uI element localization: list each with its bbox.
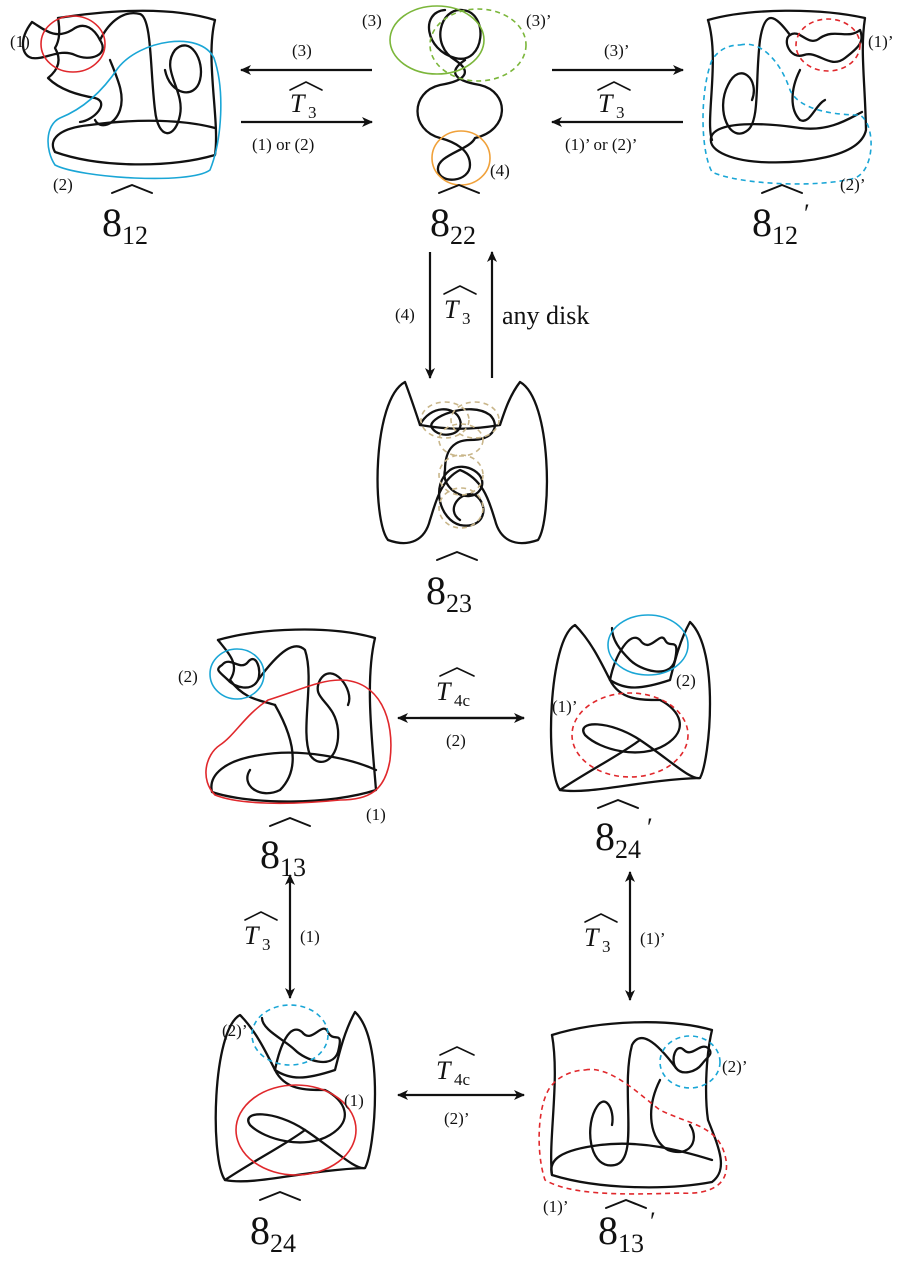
- disk-cyan-dashed: [702, 43, 872, 185]
- arrow-label: (1): [300, 927, 320, 946]
- hat-mark: [111, 184, 153, 194]
- disk-label: (2): [178, 667, 198, 686]
- disk-cyan: [607, 614, 689, 676]
- arrow-label: (4): [395, 305, 415, 324]
- hat-mark: [597, 799, 639, 809]
- knot-8-23-drawing: [376, 380, 549, 545]
- knot-name-8-13: 813: [260, 832, 306, 882]
- knot-name-8-12-prime: 812′: [752, 199, 810, 250]
- disk-label: (1)’: [543, 1197, 568, 1216]
- move-label-T4c: T 4c: [436, 667, 475, 710]
- disk-red: [40, 15, 106, 73]
- knot-8-22-drawing: [416, 8, 503, 181]
- hat-mark: [259, 1191, 301, 1201]
- move-label-T3: T 3: [289, 81, 323, 122]
- knot-name-8-13-prime: 813′: [598, 1207, 656, 1258]
- dashed-disks-8-23: [420, 401, 500, 529]
- arrow-label: (2)’: [444, 1109, 469, 1128]
- disk-label: (1)’: [868, 32, 893, 51]
- knot-8-13-prime-drawing: [550, 1021, 723, 1189]
- disk-red-dashed: [538, 1068, 728, 1195]
- disk-red-dashed: [795, 18, 861, 72]
- move-label-T4c: T 4c: [436, 1046, 475, 1089]
- svg-text:4c: 4c: [454, 1070, 471, 1089]
- knot-8-13-drawing: [210, 628, 378, 803]
- arrow-label: (1) or (2): [252, 135, 314, 154]
- svg-text:T: T: [436, 677, 452, 706]
- arrow-label: (3)’: [604, 41, 629, 60]
- move-label-T3: T 3: [584, 913, 618, 956]
- disk-label: (3): [362, 11, 382, 30]
- knot-name-8-23: 823: [426, 568, 472, 618]
- knot-name-8-24: 824: [250, 1208, 296, 1258]
- arrow-label: (3): [292, 41, 312, 60]
- disk-green-dashed: [429, 8, 527, 82]
- svg-text:T: T: [444, 295, 460, 324]
- disk-label: (2): [53, 175, 73, 194]
- arrow-label: (1)’: [640, 929, 665, 948]
- svg-text:3: 3: [308, 103, 317, 122]
- disk-label: (2)’: [840, 175, 865, 194]
- hat-mark: [605, 1199, 647, 1209]
- move-label-T3: T 3: [443, 285, 477, 328]
- knot-name-8-22: 822: [430, 200, 476, 250]
- arrow-label: (1)’ or (2)’: [565, 135, 637, 154]
- hat-mark: [436, 551, 478, 561]
- svg-text:T: T: [584, 923, 600, 952]
- disk-label: (2)’: [222, 1021, 247, 1040]
- svg-text:3: 3: [462, 309, 471, 328]
- disk-red-dashed: [571, 692, 689, 778]
- disk-cyan: [209, 648, 265, 700]
- svg-text:3: 3: [602, 937, 611, 956]
- disk-label: (1): [10, 32, 30, 51]
- svg-text:T: T: [436, 1056, 452, 1085]
- disk-cyan: [47, 40, 222, 180]
- move-label-T3: T 3: [597, 81, 631, 122]
- disk-red: [205, 679, 392, 805]
- move-label-T3: T 3: [244, 911, 278, 954]
- disk-label: (2)’: [722, 1057, 747, 1076]
- disk-label: (2): [676, 671, 696, 690]
- svg-text:T: T: [244, 921, 260, 950]
- svg-text:T: T: [290, 89, 306, 118]
- knot-8-24-prime-drawing: [549, 620, 712, 793]
- hat-mark: [761, 184, 803, 194]
- arrow-label: (2): [446, 731, 466, 750]
- disk-green: [389, 5, 485, 75]
- disk-cyan-dashed: [659, 1035, 721, 1089]
- knot-8-12-prime-drawing: [706, 9, 868, 164]
- disk-label: (1): [344, 1091, 364, 1110]
- knot-8-12-drawing: [21, 9, 218, 166]
- arrow-label: any disk: [502, 301, 589, 330]
- disk-red: [235, 1084, 357, 1176]
- hat-mark: [438, 184, 480, 194]
- svg-text:3: 3: [616, 103, 625, 122]
- disk-label: (1): [366, 805, 386, 824]
- disk-label: (4): [490, 161, 510, 180]
- svg-text:T: T: [598, 89, 614, 118]
- hat-mark: [269, 817, 311, 827]
- knot-name-8-12: 812: [102, 200, 148, 250]
- svg-text:4c: 4c: [454, 691, 471, 710]
- disk-cyan-dashed: [251, 1004, 329, 1066]
- disk-label: (3)’: [526, 11, 551, 30]
- svg-text:3: 3: [262, 935, 271, 954]
- disk-label: (1)’: [552, 697, 577, 716]
- knot-name-8-24-prime: 824′: [595, 813, 653, 864]
